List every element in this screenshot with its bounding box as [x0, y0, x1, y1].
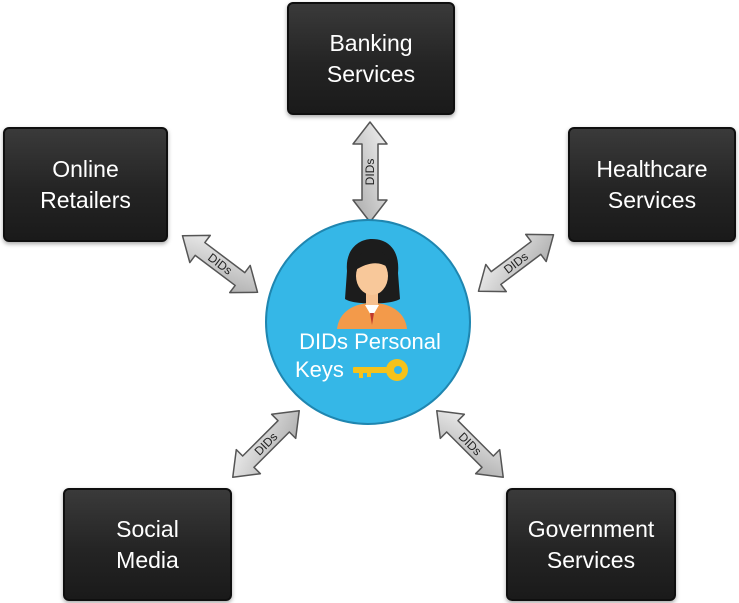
- government-services-label-line1: Government: [527, 515, 655, 542]
- online-retailers-label-line2: Retailers: [40, 186, 131, 213]
- banking-services-label-line2: Services: [326, 60, 416, 87]
- arrow-online: DIDs: [181, 234, 259, 294]
- hub-label-line1: DIDs Personal: [299, 329, 441, 354]
- arrow-online-shape: [181, 234, 259, 294]
- arrow-healthcare-shape: [477, 233, 555, 293]
- banking-services-box: Banking Services: [287, 2, 455, 115]
- government-services-label-line2: Services: [546, 546, 636, 573]
- banking-services-label-line1: Banking: [329, 29, 413, 56]
- online-retailers-box: Online Retailers: [3, 127, 168, 242]
- arrow-healthcare: DIDs: [477, 233, 555, 293]
- online-retailers-label-line1: Online: [52, 155, 119, 182]
- hub-graphics: [337, 239, 408, 381]
- key-icon: [353, 359, 408, 381]
- hub-label-line2: Keys: [295, 357, 344, 382]
- arrow-government-shape: [436, 410, 504, 478]
- healthcare-services-label-line2: Services: [607, 186, 697, 213]
- government-services-box: Government Services: [506, 488, 676, 601]
- arrow-government: DIDs: [436, 410, 504, 478]
- arrow-banking: DIDs: [352, 121, 388, 223]
- social-media-label-line1: Social: [116, 515, 179, 542]
- dids-personal-keys-hub: DIDs Personal Keys: [265, 219, 471, 425]
- social-media-box: Social Media: [63, 488, 232, 601]
- healthcare-services-label-line1: Healthcare: [596, 155, 708, 182]
- arrow-banking-label: DIDs: [363, 159, 377, 186]
- healthcare-services-box: Healthcare Services: [568, 127, 736, 242]
- arrow-social: DIDs: [232, 410, 300, 478]
- social-media-label-line2: Media: [116, 546, 179, 573]
- person-icon: [337, 239, 407, 329]
- arrow-social-shape: [232, 410, 300, 478]
